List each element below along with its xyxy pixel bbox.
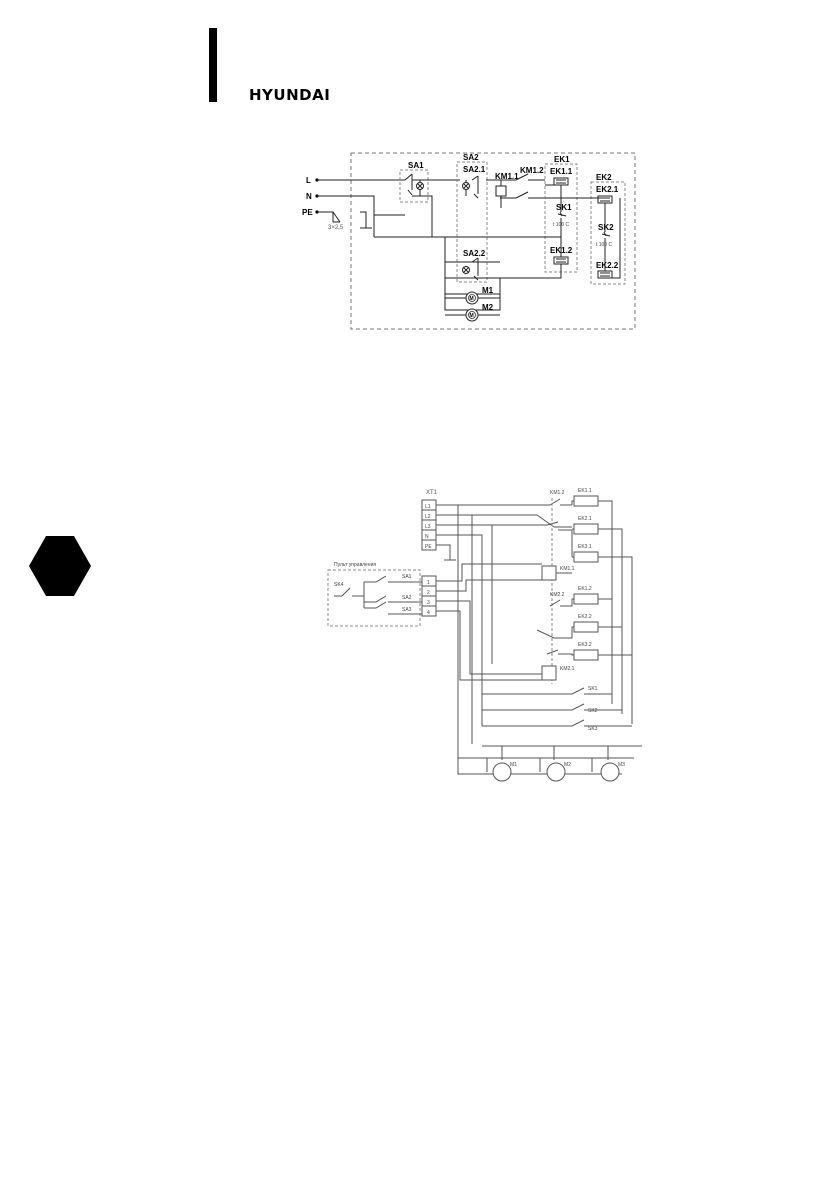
km1-2-contact-label: KM1.2 [550,490,565,496]
sk2-temp: t 100 C [596,242,613,248]
ek2-1-label: EK2.1 [596,185,619,194]
m2-symbol: M [470,313,474,319]
terminal-pe: PE [425,544,432,550]
m1-symbol: M [470,296,474,302]
heater-ek2-2-label: EK2.2 [578,614,592,620]
input-l-label: L [306,176,311,185]
xt1-label: XT1 [426,490,438,496]
wiring-diagram-1: L N PE 3×2,5 SA1 SA2 SA2.1 SA2.2 KM1.1 K… [302,152,636,330]
heater-ek1-2-label: EK1.2 [578,586,592,592]
sa2-box [456,161,488,283]
motor-m1-label: M1 [510,762,517,768]
terminal-2: 2 [427,590,430,596]
brand-bar [209,28,217,102]
enclosure-outline [350,152,636,330]
km1-1-label: KM1.1 [495,172,519,181]
panel-sa3-label: SA3 [402,607,412,613]
heater-ek2-1-label: EK2.1 [578,516,592,522]
km2-1-coil [541,665,557,681]
terminal-l1: L1 [425,504,431,510]
sk4-label: SK4 [334,582,344,588]
heater-ek3-2-label: EK3.2 [578,642,592,648]
sa1-label: SA1 [408,161,424,170]
terminal-3: 3 [427,600,430,606]
panel-sa1-label: SA1 [402,574,412,580]
sa2-2-label: SA2.2 [463,249,486,258]
thermostat-sk1-label: SK1 [588,686,598,692]
ek2-label: EK2 [596,173,612,182]
terminal-block-bottom: 1 2 3 4 [421,575,437,617]
sa2-1-label: SA2.1 [463,165,486,174]
heater-ek3-1-label: EK3.1 [578,544,592,550]
control-panel-label: Пульт управления [334,562,376,568]
ek2-2-label: EK2.2 [596,261,619,270]
sk2-label: SK2 [598,223,614,232]
input-n-label: N [306,192,312,201]
control-panel-box [327,569,421,627]
terminal-block-top: L1 L2 L3 N PE [421,499,437,551]
terminal-l2: L2 [425,514,431,520]
km2-1-coil-label: KM2.1 [560,666,575,672]
motor-m2 [546,762,566,782]
cable-label: 3×2,5 [328,225,344,231]
panel-sa2-label: SA2 [402,595,412,601]
km1-1-coil-label: KM1.1 [560,566,575,572]
brand-logo: HYUNDAI [249,86,331,104]
ek1-label: EK1 [554,155,570,164]
m2-label: M2 [482,303,494,312]
heater-ek1-1-label: EK1.1 [578,488,592,494]
motor-m3 [600,762,620,782]
terminal-1: 1 [427,580,430,586]
km1-2-label: KM1.2 [520,166,544,175]
sk1-label: SK1 [556,203,572,212]
ek1-1-label: EK1.1 [550,167,573,176]
sa2-label: SA2 [463,153,479,162]
km2-2-contact-label: KM2.2 [550,592,565,598]
ek2-box [590,181,626,285]
km1-1-coil [541,565,557,581]
motor-m3-label: M3 [618,762,625,768]
terminal-4: 4 [427,610,430,616]
motor-m1 [492,762,512,782]
wiring-diagram-2: XT1 L1 L2 L3 N PE Пульт управления SK4 S… [327,488,642,782]
input-pe-label: PE [302,208,313,217]
motor-m2-label: M2 [564,762,571,768]
thermostat-sk2-label: SK2 [588,708,598,714]
m1-label: M1 [482,286,494,295]
terminal-l3: L3 [425,524,431,530]
terminal-n: N [425,534,429,540]
thermostat-sk3-label: SK3 [588,726,598,732]
page-marker-hexagon [29,536,91,596]
